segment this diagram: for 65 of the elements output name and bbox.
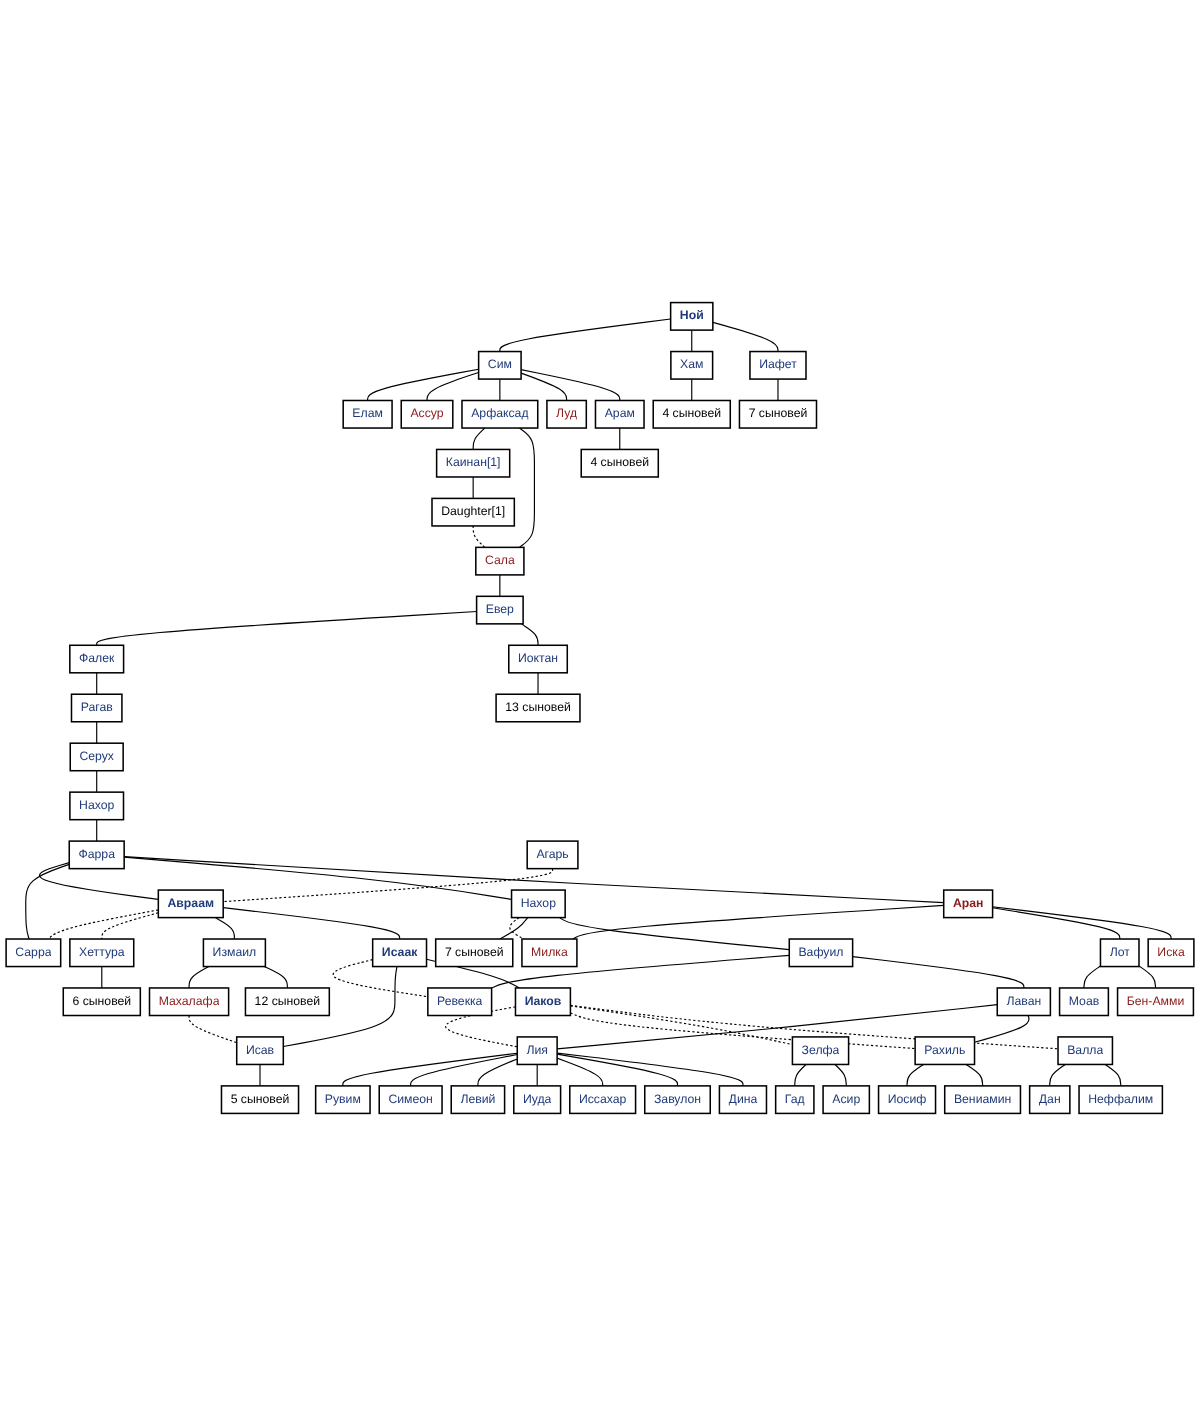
- connector: [282, 965, 398, 1048]
- connector: [123, 856, 945, 904]
- connector: [520, 623, 539, 646]
- connector: [499, 574, 501, 597]
- connector: [472, 427, 486, 451]
- connector: [572, 904, 945, 940]
- connector: [852, 956, 1025, 989]
- connector: [222, 868, 554, 903]
- connector: [556, 1052, 744, 1087]
- connector: [96, 610, 478, 646]
- connector: [367, 368, 480, 402]
- connector: [536, 1063, 538, 1087]
- connector: [25, 863, 70, 940]
- connector: [794, 1063, 807, 1087]
- connector: [1104, 1063, 1122, 1087]
- connector: [259, 1063, 261, 1087]
- connector: [188, 965, 210, 989]
- connector: [556, 1053, 679, 1087]
- connector: [619, 427, 621, 451]
- connector: [47, 909, 159, 940]
- connector: [537, 672, 539, 695]
- connector: [992, 907, 1121, 940]
- connector: [332, 959, 429, 998]
- connector: [520, 372, 568, 402]
- connector: [101, 912, 159, 940]
- connector: [410, 1053, 518, 1087]
- connector: [222, 907, 401, 940]
- connector: [214, 917, 235, 940]
- connector: [509, 917, 525, 940]
- connector: [556, 1057, 604, 1087]
- connector: [569, 1005, 793, 1046]
- connector: [96, 721, 98, 744]
- connector: [426, 371, 480, 402]
- connector: [1083, 965, 1102, 989]
- connector: [834, 1063, 847, 1087]
- connector: [96, 672, 98, 695]
- connector: [973, 1014, 1030, 1043]
- connector: [96, 819, 98, 842]
- connector: [477, 1058, 518, 1087]
- connector: [38, 862, 159, 900]
- connector: [1138, 965, 1157, 989]
- connector: [691, 329, 693, 353]
- connector: [520, 369, 621, 402]
- connector: [342, 1052, 518, 1087]
- connector: [472, 525, 486, 548]
- connector: [472, 476, 474, 499]
- connector: [712, 321, 779, 353]
- connector: [691, 378, 693, 402]
- connector: [263, 965, 288, 989]
- connector: [499, 318, 672, 353]
- connector: [499, 378, 501, 402]
- connector: [188, 1014, 238, 1044]
- connector: [491, 954, 790, 989]
- connector: [123, 856, 513, 900]
- connector: [558, 917, 790, 951]
- connector: [992, 906, 1172, 940]
- connector: [518, 427, 535, 548]
- connector: [445, 1006, 518, 1048]
- connector: [499, 917, 529, 940]
- connector: [96, 770, 98, 793]
- connector: [1049, 1063, 1066, 1087]
- connector: [965, 1063, 984, 1087]
- connector: [101, 965, 103, 989]
- connector: [777, 378, 779, 402]
- connector: [906, 1063, 925, 1087]
